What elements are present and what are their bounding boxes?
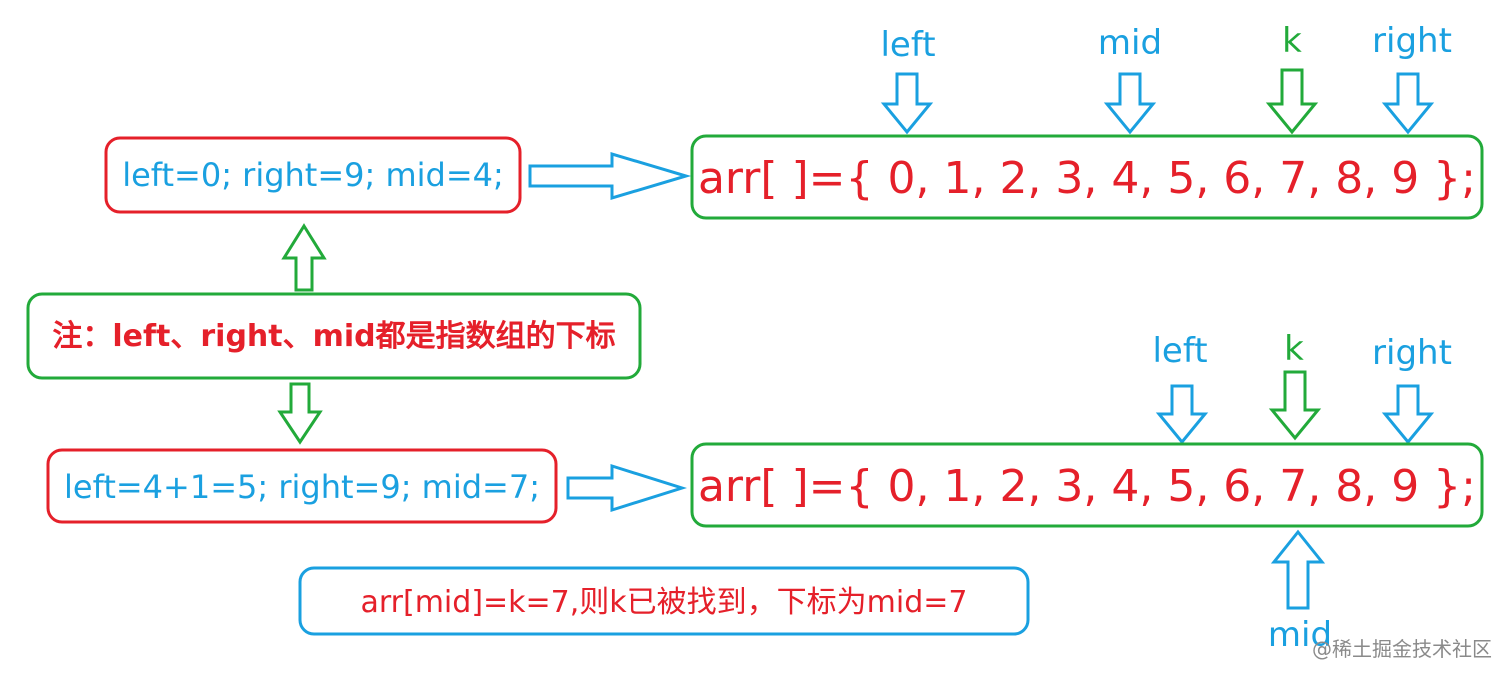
note-down-arrow-icon xyxy=(277,382,323,445)
row2-pointer-k-label: k xyxy=(1284,329,1304,369)
row2-left-down-arrow-icon xyxy=(1155,384,1209,445)
row2-pointer-left-label: left xyxy=(1152,331,1207,371)
row2-right-down-arrow-icon xyxy=(1381,384,1435,445)
row1-pointer-right-label: right xyxy=(1372,21,1452,61)
row1-mid-down-arrow-icon xyxy=(1103,72,1157,135)
row1-state-text: left=0; right=9; mid=4; xyxy=(122,156,504,194)
row1-pointer-left-label: left xyxy=(880,25,935,65)
row1-pointer-k-label: k xyxy=(1282,21,1302,61)
row1-right-arrow-icon xyxy=(528,151,692,201)
row2-array-box xyxy=(690,442,1484,528)
row1-k-down-arrow-icon xyxy=(1265,68,1319,135)
result-text: arr[mid]=k=7,则k已被找到，下标为mid=7 xyxy=(360,585,967,620)
row1-left-down-arrow-icon xyxy=(880,72,934,135)
note-box xyxy=(26,292,642,380)
row1-pointer-mid-label: mid xyxy=(1098,23,1162,63)
row1-state-box xyxy=(104,136,522,214)
note-text: 注：left、right、mid都是指数组的下标 xyxy=(52,319,615,354)
row2-state-text: left=4+1=5; right=9; mid=7; xyxy=(64,468,540,506)
watermark: @稀土掘金技术社区 xyxy=(1312,637,1492,661)
row2-k-down-arrow-icon xyxy=(1268,370,1322,441)
row2-array-text: arr[ ]={ 0, 1, 2, 3, 4, 5, 6, 7, 8, 9 }; xyxy=(698,461,1476,512)
row2-pointer-right-label: right xyxy=(1372,333,1452,373)
row1-array-text: arr[ ]={ 0, 1, 2, 3, 4, 5, 6, 7, 8, 9 }; xyxy=(698,153,1476,204)
row1-array-box xyxy=(690,134,1484,220)
note-up-arrow-icon xyxy=(281,223,327,292)
row2-pointer-mid-label: mid xyxy=(1268,615,1332,655)
row1-right-down-arrow-icon xyxy=(1381,72,1435,135)
row2-state-box xyxy=(46,448,558,524)
row2-right-arrow-icon xyxy=(566,463,688,513)
result-box xyxy=(298,566,1030,636)
row2-mid-up-arrow-icon xyxy=(1270,529,1326,610)
